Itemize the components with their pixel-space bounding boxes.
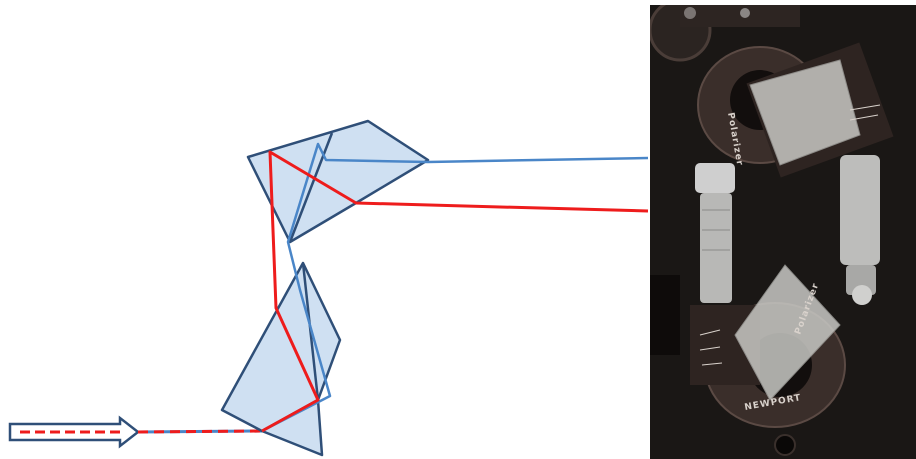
- photo-prism-mounts: Polarizer Polarizer NEWPORT: [650, 5, 916, 459]
- lower-prism: [222, 263, 340, 455]
- prism-beam-diagram: [0, 0, 650, 459]
- input-beam-arrow: [10, 418, 138, 446]
- micrometer-right: [840, 155, 880, 305]
- micrometer-left: [695, 163, 735, 303]
- upper-prism: [248, 121, 428, 242]
